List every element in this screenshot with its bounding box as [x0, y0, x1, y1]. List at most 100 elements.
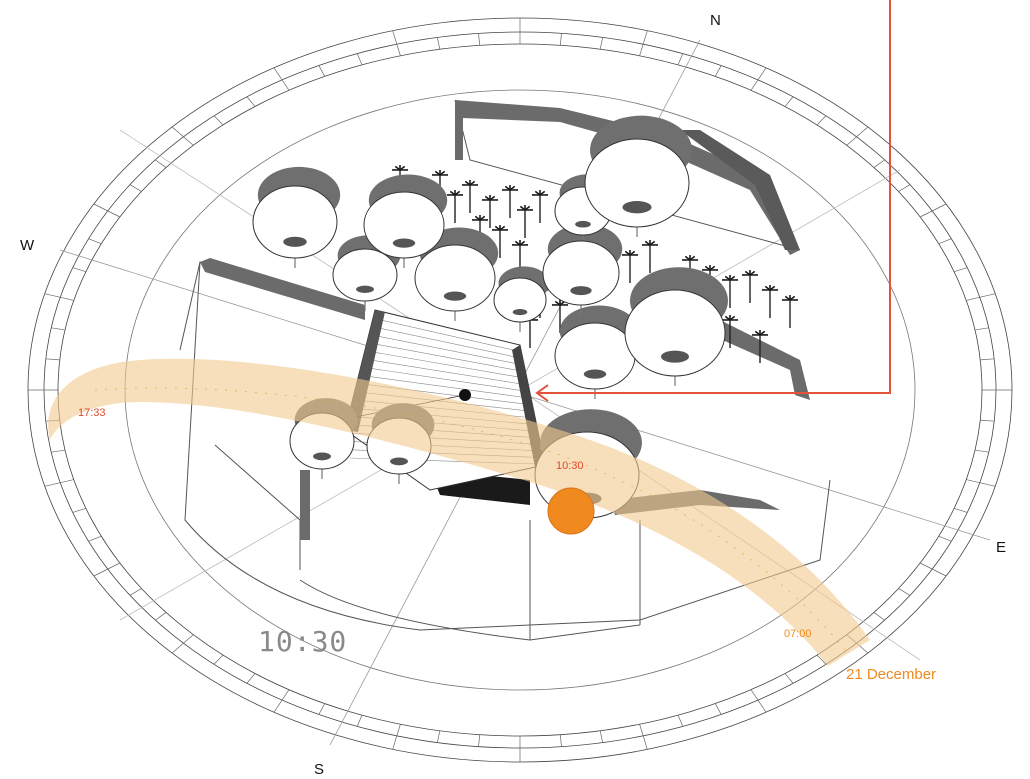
ring-tick [155, 159, 167, 168]
canopy-hub [390, 457, 408, 466]
ring-tick [356, 53, 363, 66]
canopy-hub [313, 452, 331, 461]
ring-tick [938, 535, 952, 542]
canopy-disc [584, 138, 690, 228]
roof-hatch-line [362, 375, 530, 399]
ring-tick [898, 184, 911, 192]
ring-tick [88, 535, 102, 542]
ring-tick [816, 115, 827, 126]
sun-path-centerline [94, 387, 846, 651]
ring-tick [677, 714, 684, 727]
canopy-disc [363, 191, 445, 259]
ring-tick [93, 203, 121, 218]
ring-tick [51, 449, 66, 453]
ring-tick [45, 358, 60, 361]
canopy-hub [392, 238, 416, 248]
ring-tick [974, 327, 989, 331]
ring-tick [129, 588, 142, 596]
ring-tick [980, 419, 995, 422]
ring-tick [816, 654, 827, 665]
ring-tick [919, 562, 947, 577]
canopy-hub [512, 309, 528, 316]
canopy-hub [583, 369, 607, 379]
roof-hatch-line [364, 367, 529, 392]
ring-tick [72, 267, 86, 272]
ring-tick [213, 654, 224, 665]
ring-tick [954, 508, 968, 513]
roof-hatch-line [369, 334, 525, 366]
ring-tick [784, 673, 794, 684]
ring-tick [677, 53, 684, 66]
ring-tick [392, 30, 401, 56]
ring-tick [273, 689, 290, 713]
canopy-hub [575, 220, 591, 228]
ring-tick [559, 734, 562, 747]
canopy-disc [414, 244, 496, 312]
roof-hatch-line [370, 325, 524, 359]
ring-tick [44, 479, 74, 487]
ring-tick [846, 126, 869, 146]
sun-path-band [48, 358, 870, 666]
ring-tick [966, 479, 996, 487]
compass-west-label: W [20, 237, 35, 254]
roof-hatch-line [366, 350, 527, 379]
sunrise-time-label: 07:00 [784, 628, 812, 640]
ring-tick [873, 612, 885, 621]
ring-tick [919, 203, 947, 218]
ring-tick [639, 724, 648, 750]
canopy-disc [252, 185, 338, 259]
current-time-label: 10:30 [556, 460, 584, 472]
canopy-disc [554, 322, 636, 390]
ring-tick [938, 238, 952, 245]
canopy-hub [283, 236, 307, 247]
ring-tick [318, 65, 326, 77]
ring-tick [559, 33, 562, 46]
ring-tick [51, 327, 66, 331]
ring-tick [714, 65, 722, 77]
ring-tick [478, 33, 481, 46]
roof-hatch-line [371, 317, 523, 353]
canopy-hub [622, 201, 652, 214]
canopy-hub [570, 286, 592, 296]
ring-tick [980, 358, 995, 361]
ring-tick [599, 37, 603, 50]
ring-tick [155, 612, 167, 621]
compass-south-label: S [314, 761, 324, 778]
roof-apex-marker [459, 389, 471, 401]
sunset-time-label: 17:33 [78, 407, 106, 419]
ring-tick [599, 730, 603, 743]
ring-tick [966, 293, 996, 301]
ring-tick [974, 449, 989, 453]
ring-tick [750, 67, 767, 91]
ring-tick [246, 673, 256, 684]
compass-ring-ticks [28, 18, 1012, 762]
ring-tick [171, 126, 194, 146]
sun-disc [547, 487, 595, 535]
ring-tick [954, 267, 968, 272]
roof-hatch-line [368, 342, 526, 373]
ring-tick [356, 714, 363, 727]
canopy-disc [493, 277, 547, 323]
ring-tick [437, 730, 441, 743]
ring-tick [171, 634, 194, 654]
ring-tick [88, 238, 102, 245]
roof-hatch-line [365, 358, 528, 386]
ring-tick [478, 734, 481, 747]
ring-tick [750, 689, 767, 713]
canopy-disc [542, 240, 620, 306]
canopy-disc [624, 289, 726, 377]
ring-tick [273, 67, 290, 91]
sun-path-date-label: 21 December [846, 666, 936, 683]
canopy-hub [443, 291, 467, 301]
compass-north-label: N [710, 12, 721, 29]
ring-tick [213, 115, 224, 126]
compass-east-label: E [996, 539, 1006, 556]
ring-tick [318, 703, 326, 715]
ring-tick [129, 184, 142, 192]
ring-tick [392, 724, 401, 750]
ring-tick [93, 562, 121, 577]
canopy-group [252, 115, 728, 528]
ring-tick [44, 293, 74, 301]
